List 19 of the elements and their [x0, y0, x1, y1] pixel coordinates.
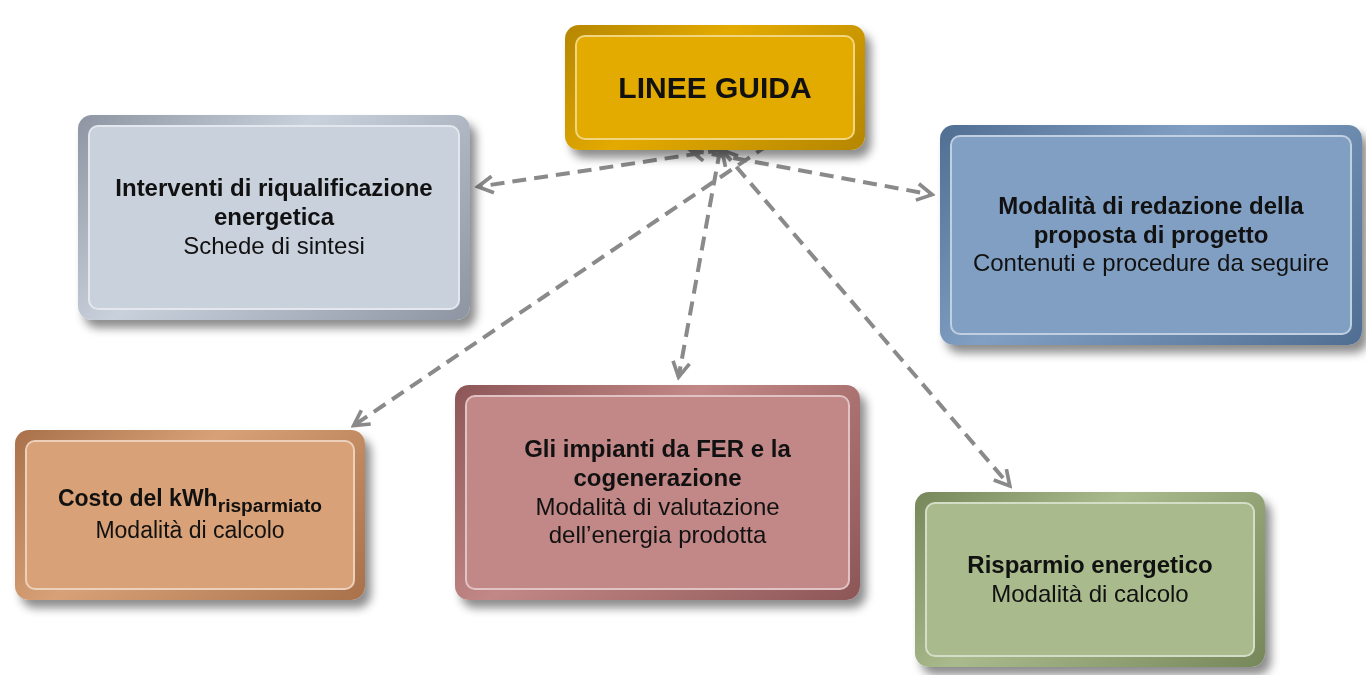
- box-subtitle: Modalità di calcolo: [991, 579, 1189, 609]
- box-subtitle: Schede di sintesi: [183, 231, 365, 261]
- box-subtitle: Modalità di calcolo: [95, 517, 285, 545]
- topic-box: [940, 125, 1362, 345]
- dashed-arrow: [671, 149, 722, 379]
- box-subtitle: Modalità di valutazione dell’energia prodotta: [534, 492, 781, 551]
- box-heading: Costo del kWh$_{risparmiato}$: [57, 485, 323, 517]
- topic-box: [455, 385, 860, 600]
- box-heading: Modalità di redazione della proposta di progetto: [997, 191, 1305, 250]
- topic-box: [915, 492, 1265, 667]
- title-box: [565, 25, 865, 150]
- box-heading: Gli impianti da FER e la cogenerazione: [523, 434, 792, 493]
- box-heading: Interventi di riqualificazione energetica: [114, 174, 434, 232]
- topic-box: [78, 115, 470, 320]
- box-heading: LINEE GUIDA: [618, 69, 812, 106]
- topic-box: [15, 430, 365, 600]
- dashed-arrow: [720, 148, 1012, 488]
- box-heading: Risparmio energetico: [967, 550, 1213, 580]
- box-subtitle: Contenuti e procedure da seguire: [972, 249, 1330, 279]
